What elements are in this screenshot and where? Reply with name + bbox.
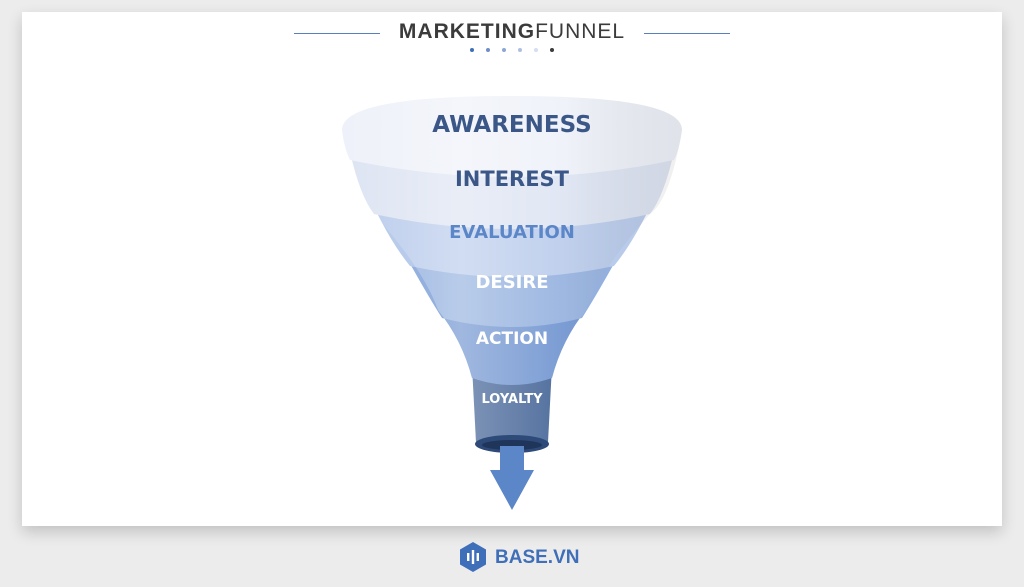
page-title: MARKETINGFUNNEL: [0, 20, 1024, 44]
stage-label-loyalty: LOYALTY: [481, 392, 543, 407]
title-dot: [502, 48, 506, 52]
title-dots: [0, 48, 1024, 52]
title-right-rule: [644, 33, 730, 34]
stage-label-awareness: AWARENESS: [432, 112, 591, 138]
down-arrow-icon: [490, 446, 534, 510]
brand-logo: BASE.VN: [457, 541, 579, 575]
title-bold-word: MARKETING: [398, 20, 536, 43]
funnel-spout-opening: [482, 440, 542, 450]
title-dot: [486, 48, 490, 52]
title-dot: [534, 48, 538, 52]
base-logo-icon: [460, 542, 486, 572]
stage-label-desire: DESIRE: [475, 272, 548, 293]
title-light-word: FUNNEL: [535, 20, 626, 43]
title-left-rule: [294, 33, 380, 34]
title-dot: [550, 48, 554, 52]
title-dot: [470, 48, 474, 52]
stage-label-interest: INTEREST: [455, 167, 570, 191]
funnel-sheen: [342, 96, 682, 447]
brand-logo-text: BASE.VN: [495, 547, 580, 568]
stage-label-action: ACTION: [476, 329, 548, 349]
stage-label-evaluation: EVALUATION: [449, 222, 575, 243]
title-dot: [518, 48, 522, 52]
